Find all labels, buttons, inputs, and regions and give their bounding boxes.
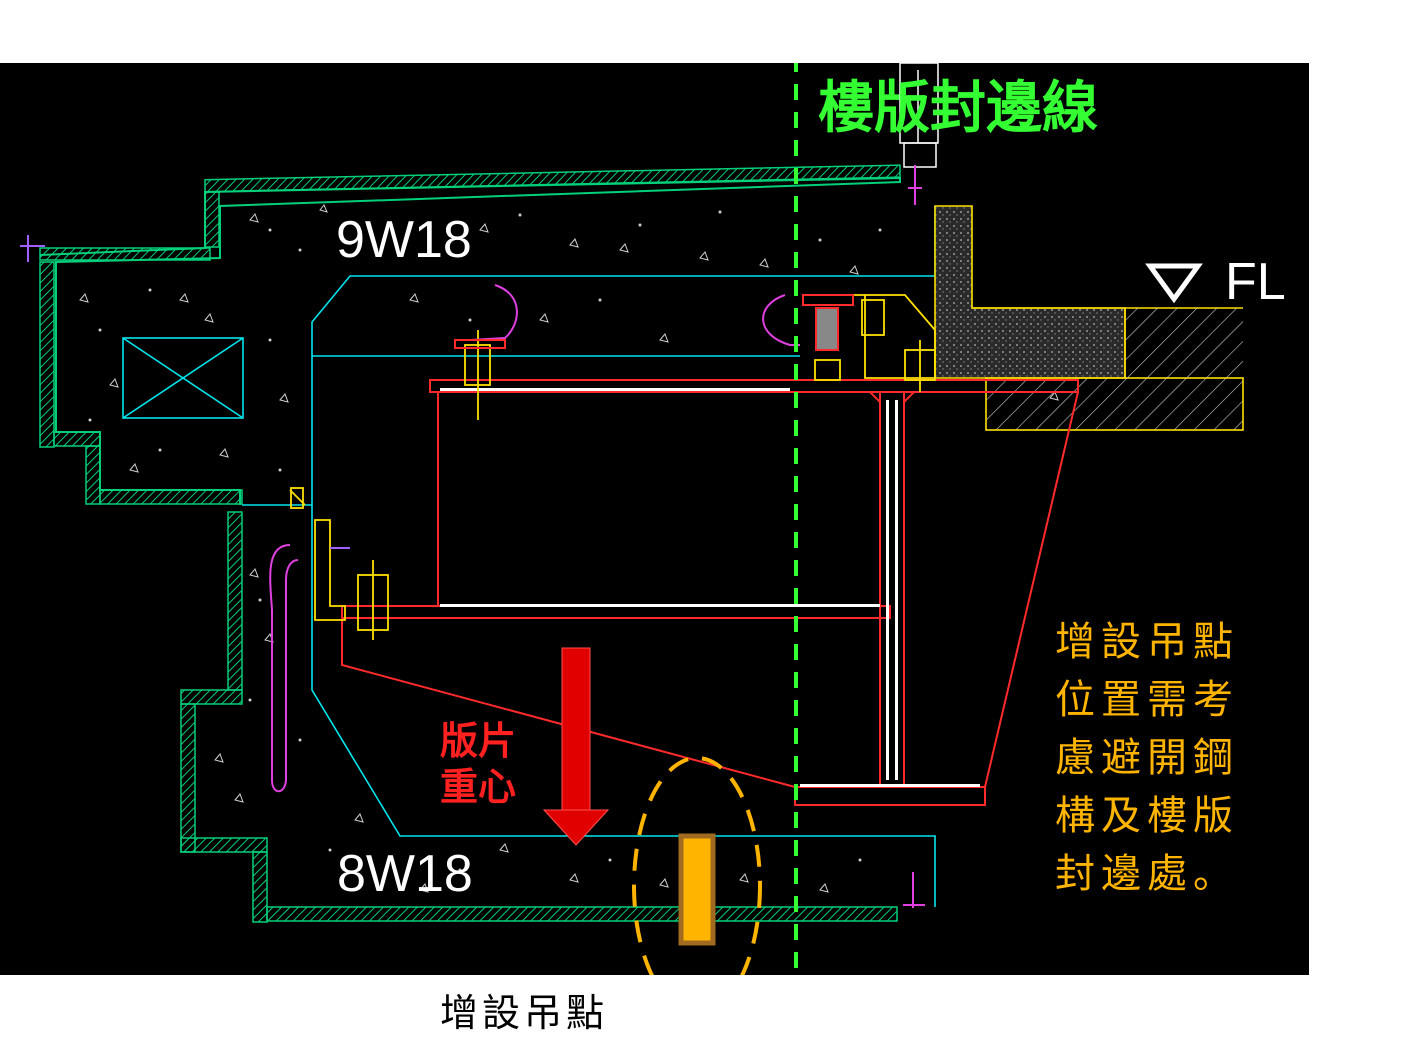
floor-level-triangle-icon — [1145, 263, 1203, 304]
lifting-point-note: 增設吊點 位置需考 慮避開鋼 構及樓版 封邊處。 — [1055, 613, 1239, 903]
slab-edge-line-label: 樓版封邊線 — [818, 75, 1098, 141]
concrete-speckles — [79, 204, 1059, 893]
note-line: 慮避開鋼 — [1055, 735, 1239, 781]
floor-level-label: FL — [1225, 253, 1286, 311]
inner-concrete-lines — [122, 206, 936, 907]
section-detail-drawing — [20, 63, 1244, 975]
center-of-gravity-line-2: 重心 — [440, 763, 517, 809]
note-line: 增設吊點 — [1055, 619, 1239, 665]
note-line: 構及樓版 — [1055, 793, 1239, 839]
center-of-gravity-line-1: 版片 — [440, 718, 517, 763]
connection-brackets — [289, 294, 936, 640]
center-of-gravity-arrow-icon — [542, 647, 610, 846]
concrete-dots — [88, 210, 882, 902]
beam-label-9w18: 9W18 — [336, 211, 472, 269]
note-line: 位置需考 — [1055, 677, 1239, 723]
adjacent-floor-slab — [934, 205, 1244, 431]
rebar-and-inserts — [20, 165, 925, 908]
lifting-point-caption: 增設吊點 — [440, 991, 609, 1035]
beam-label-8w18: 8W18 — [337, 845, 473, 903]
lifting-point-marker-icon — [632, 756, 762, 975]
center-of-gravity-label: 版片 重心 — [440, 718, 516, 809]
precast-panel-outline — [39, 164, 901, 923]
note-line: 封邊處。 — [1055, 851, 1239, 897]
window-frame — [899, 63, 939, 168]
steel-hatching — [440, 388, 980, 787]
cad-drawing-canvas: 樓版封邊線 9W18 8W18 FL 版片 重心 增設吊點 位置需考 慮避開鋼 … — [0, 63, 1309, 975]
